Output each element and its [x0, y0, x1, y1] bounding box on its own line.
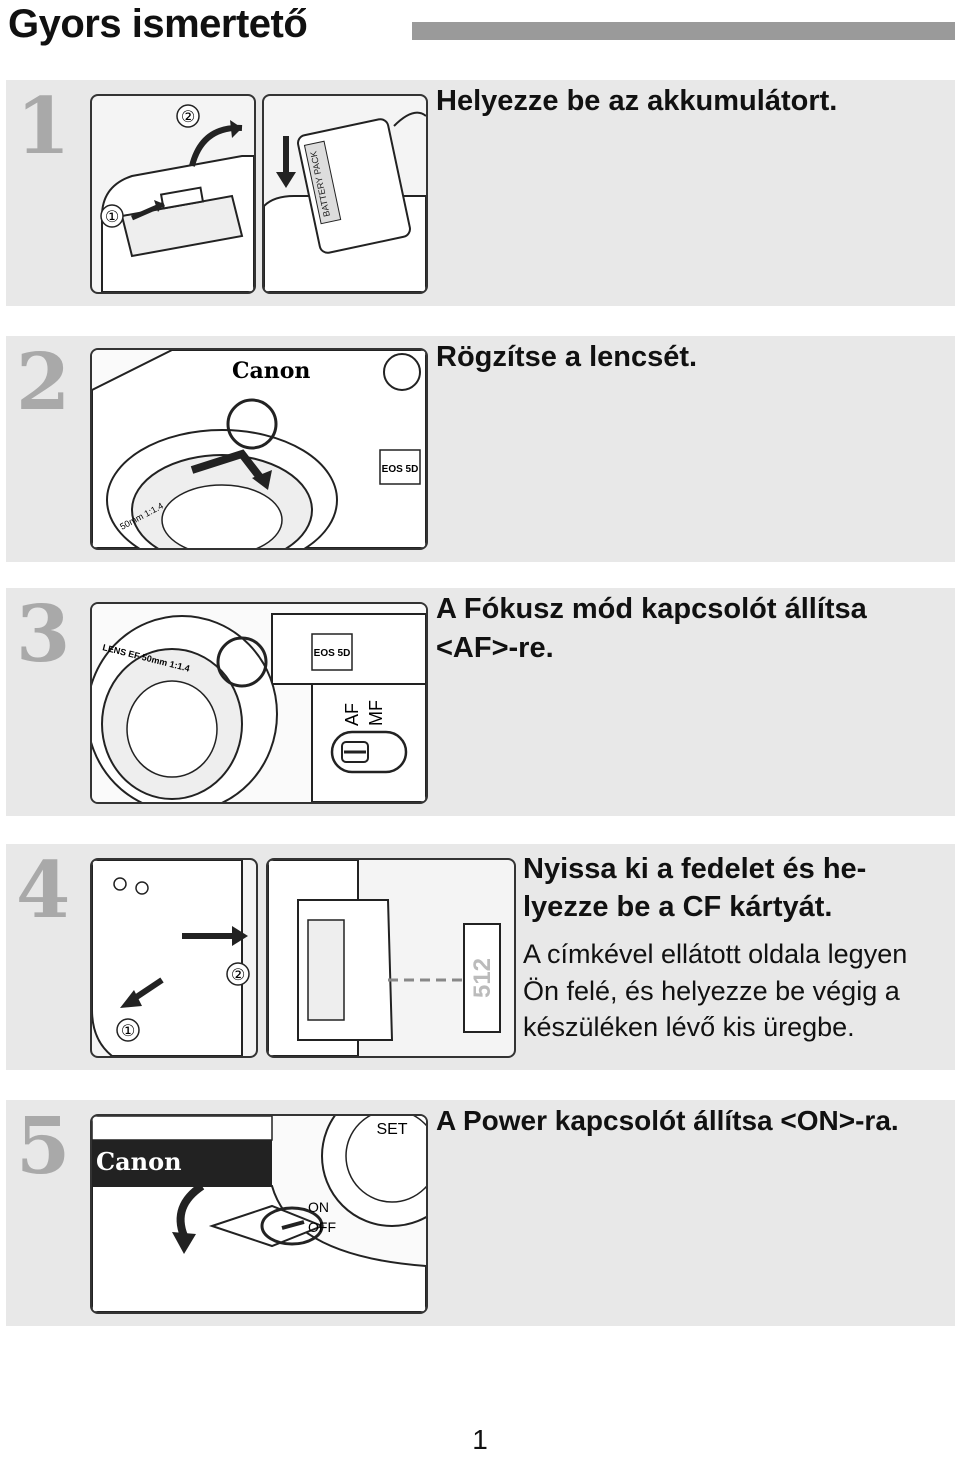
model-label: EOS 5D	[314, 648, 351, 659]
step-2: 2 Canon EOS 5D 50mm 1:1.4 Rögzítse a len…	[6, 336, 955, 562]
switch-label-af: AF	[342, 703, 362, 726]
camera-front-illustration: Canon EOS 5D 50mm 1:1.4	[92, 350, 426, 548]
battery-insert-illustration-pack: BATTERY PACK	[262, 94, 428, 294]
page-title: Gyors ismertető	[8, 2, 307, 47]
brand-logo: Canon	[96, 1147, 182, 1176]
callout-1: ①	[121, 1021, 135, 1040]
step-number: 2	[16, 344, 70, 422]
page-number: 1	[0, 1424, 960, 1456]
callout-2: ②	[181, 107, 195, 126]
focus-mode-illustration: EOS 5D LENS EF 50mm 1:1.4 AF MF	[90, 602, 428, 804]
step-4-description-line2: Ön felé, és helyezze be végig a	[523, 973, 953, 1010]
step-4-description: A címkével ellátott oldala legyen Ön fel…	[523, 936, 953, 1046]
step-3: 3 EOS 5D LENS EF 50mm 1:1.4 AF MF A Fóku…	[6, 588, 955, 816]
switch-label-mf: MF	[366, 700, 386, 726]
lens-side-illustration: EOS 5D LENS EF 50mm 1:1.4 AF MF	[92, 604, 426, 802]
card-cover-illustration: ② ①	[90, 858, 258, 1058]
camera-top-illustration: Canon SET ON OFF	[92, 1116, 426, 1312]
step-2-title: Rögzítse a lencsét.	[436, 338, 946, 377]
step-number: 3	[16, 596, 70, 674]
step-4-description-line1: A címkével ellátott oldala legyen	[523, 936, 953, 973]
dial-label: SET	[376, 1121, 407, 1138]
power-switch-illustration: Canon SET ON OFF	[90, 1114, 428, 1314]
step-4-description-line3: készüléken lévő kis üregbe.	[523, 1009, 953, 1046]
step-4: 4 ② ① 512 Nyissa ki a fedelet és he- lye…	[6, 844, 955, 1070]
camera-side-illustration: ② ①	[92, 860, 256, 1056]
step-5: 5 Canon SET ON OFF A Power kapcsolót áll…	[6, 1100, 955, 1326]
cf-card-illustration: 512	[268, 860, 514, 1056]
callout-2: ②	[231, 965, 245, 984]
step-4-title-line2: lyezze be a CF kártyát.	[523, 888, 943, 926]
callout-1: ①	[105, 207, 119, 226]
step-5-title: A Power kapcsolót állítsa <ON>-ra.	[436, 1102, 956, 1140]
battery-insert-illustration-open: ① ②	[90, 94, 256, 294]
switch-label-on: ON	[308, 1199, 329, 1215]
step-1-title: Helyezze be az akkumulátort.	[436, 82, 946, 121]
battery-pack-illustration: BATTERY PACK	[264, 96, 426, 292]
step-4-title-line1: Nyissa ki a fedelet és he-	[523, 850, 943, 888]
camera-bottom-illustration: ① ②	[92, 96, 254, 292]
step-number: 5	[16, 1108, 70, 1186]
step-number: 1	[16, 88, 70, 166]
step-3-title: A Fókusz mód kapcsolót állítsa <AF>-re.	[436, 590, 948, 668]
card-insert-illustration: 512	[266, 858, 516, 1058]
step-1: 1 ① ② BATTERY PACK Helyezze be az akkumu…	[6, 80, 955, 306]
header-rule	[412, 22, 955, 40]
lens-mount-illustration: Canon EOS 5D 50mm 1:1.4	[90, 348, 428, 550]
switch-label-off: OFF	[308, 1219, 336, 1235]
step-4-title: Nyissa ki a fedelet és he- lyezze be a C…	[523, 850, 943, 927]
step-number: 4	[16, 852, 70, 930]
card-label: 512	[469, 958, 496, 998]
brand-logo: Canon	[232, 358, 310, 384]
model-label: EOS 5D	[382, 464, 419, 475]
